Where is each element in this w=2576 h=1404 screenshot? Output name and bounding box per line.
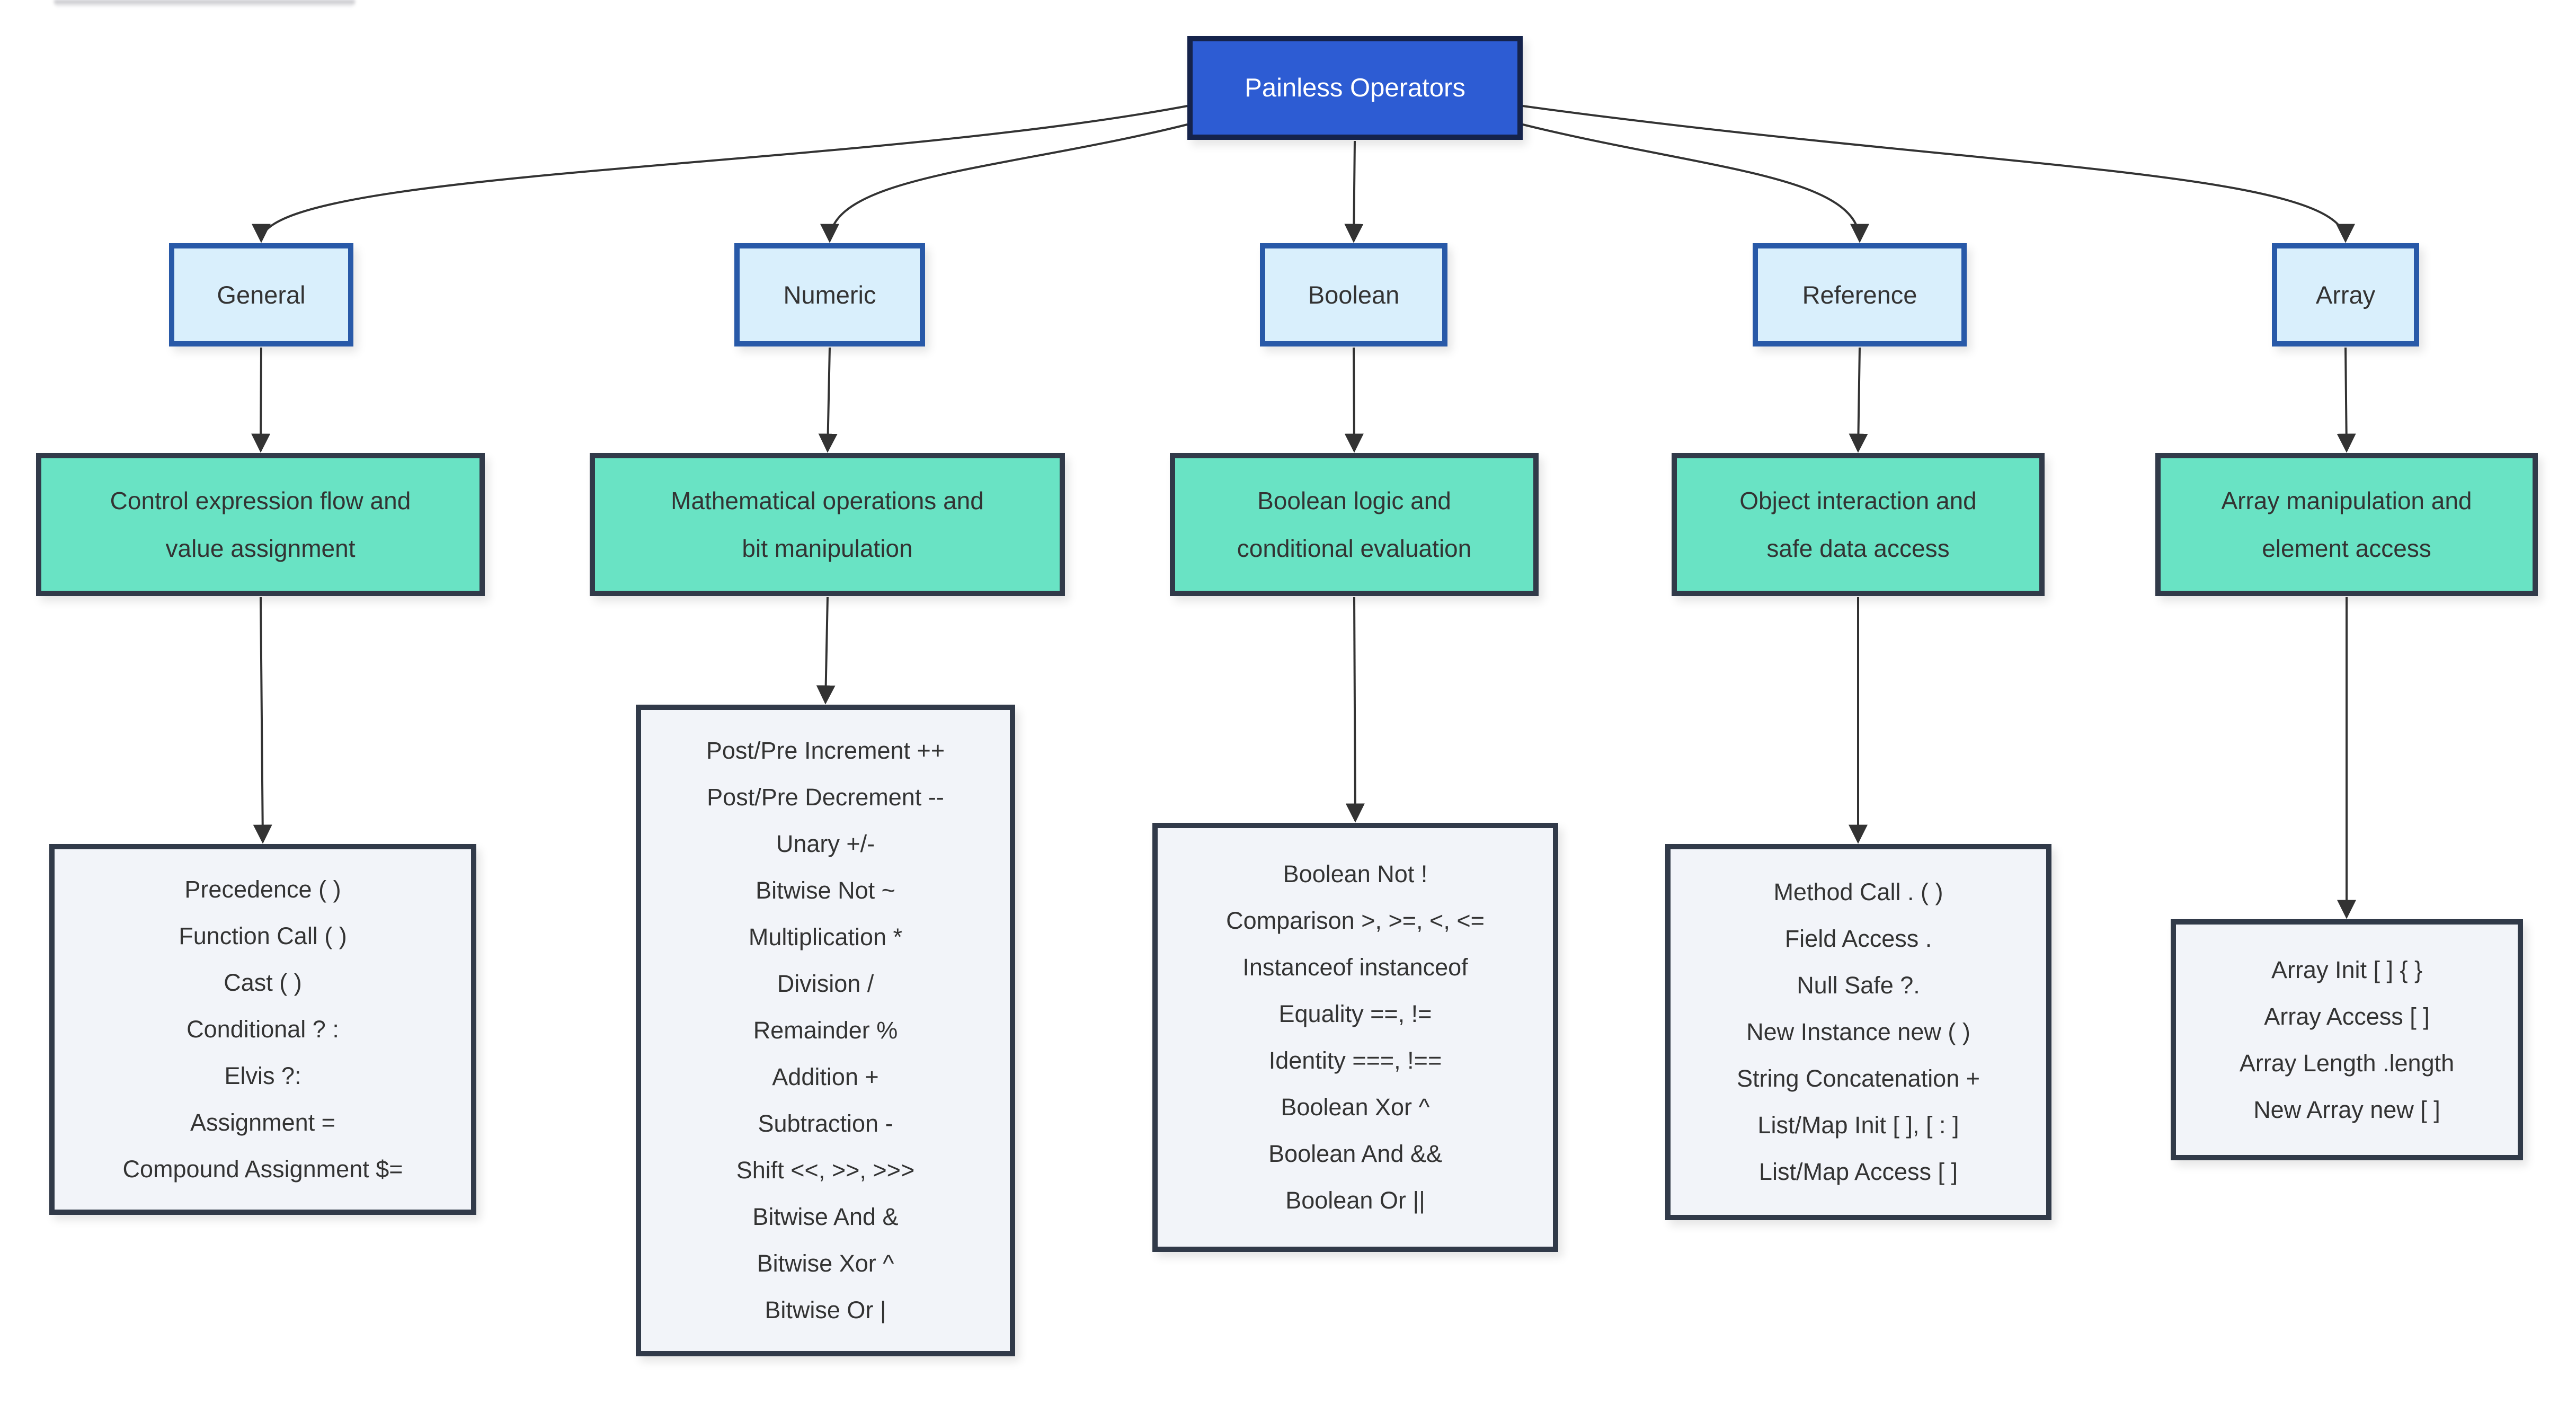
node-category-boolean: Boolean [1260, 243, 1447, 346]
operator-line: Assignment = [190, 1109, 335, 1136]
operator-line: Division / [777, 970, 874, 997]
node-desc-reference: Object interaction and safe data access [1672, 453, 2045, 596]
category-label: General [217, 281, 306, 309]
operator-line: Bitwise Xor ^ [757, 1250, 894, 1277]
operator-line: Conditional ? : [186, 1016, 339, 1043]
category-label: Boolean [1308, 281, 1400, 309]
root-label: Painless Operators [1245, 74, 1465, 102]
node-desc-boolean: Boolean logic and conditional evaluation [1170, 453, 1539, 596]
operator-line: Boolean And && [1268, 1140, 1442, 1167]
operator-line: Array Access [ ] [2264, 1002, 2430, 1030]
operator-line: New Array new [ ] [2253, 1096, 2440, 1123]
node-desc-general: Control expression flow and value assign… [36, 453, 485, 596]
operator-line: Method Call . ( ) [1773, 878, 1943, 905]
operator-line: Boolean Or || [1285, 1187, 1425, 1214]
node-category-array: Array [2272, 243, 2419, 346]
operator-line: Array Init [ ] { } [2271, 956, 2423, 983]
node-detail-numeric: Post/Pre Increment ++ Post/Pre Decrement… [636, 705, 1015, 1356]
desc-line: Array manipulation and [2221, 487, 2472, 514]
desc-line: Control expression flow and [110, 487, 411, 514]
operator-line: Field Access . [1784, 925, 1932, 952]
operator-line: Remainder % [753, 1017, 898, 1044]
edge-root-general [252, 105, 1188, 243]
operator-line: Comparison >, >=, <, <= [1226, 907, 1485, 934]
operator-line: Elvis ?: [224, 1062, 301, 1089]
operator-line: Shift <<, >>, >>> [736, 1157, 915, 1184]
operator-line: Post/Pre Decrement -- [707, 784, 944, 811]
operator-line: Compound Assignment $= [122, 1156, 403, 1183]
node-desc-numeric: Mathematical operations and bit manipula… [590, 453, 1065, 596]
operator-line: Boolean Xor ^ [1281, 1094, 1430, 1121]
edge-boolean-detail [1345, 597, 1365, 823]
operator-line: Unary +/- [776, 830, 875, 857]
operator-line: List/Map Init [ ], [ : ] [1757, 1112, 1959, 1139]
category-label: Reference [1802, 281, 1917, 309]
desc-line: conditional evaluation [1237, 535, 1472, 562]
operator-line: Identity ===, !== [1268, 1047, 1442, 1074]
operator-line: Equality ==, != [1278, 1000, 1432, 1027]
operator-line: Array Length .length [2239, 1049, 2455, 1077]
node-desc-array: Array manipulation and element access [2155, 453, 2538, 596]
node-category-general: General [169, 243, 353, 346]
category-label: Array [2315, 281, 2376, 309]
operator-line: Subtraction - [758, 1110, 893, 1137]
operator-line: Boolean Not ! [1283, 860, 1428, 887]
edge-root-numeric [820, 123, 1188, 243]
edge-root-boolean [1344, 140, 1364, 243]
edge-reference-desc [1849, 347, 1868, 453]
operator-line: Bitwise Not ~ [756, 877, 895, 904]
operator-line: Function Call ( ) [179, 922, 347, 949]
category-label: Numeric [783, 281, 876, 309]
desc-line: value assignment [165, 535, 356, 562]
operator-line: Null Safe ?. [1797, 972, 1920, 999]
node-detail-array: Array Init [ ] { } Array Access [ ] Arra… [2171, 919, 2523, 1160]
node-painless-operators: Painless Operators [1187, 36, 1523, 140]
operator-line: Cast ( ) [224, 969, 302, 996]
operator-line: Instanceof instanceof [1242, 954, 1468, 981]
operator-line: Bitwise And & [752, 1203, 899, 1230]
desc-line: Boolean logic and [1257, 487, 1451, 514]
edge-numeric-detail [816, 597, 836, 705]
edge-general-detail [253, 597, 272, 844]
desc-line: element access [2262, 535, 2431, 562]
operator-line: Multiplication * [748, 923, 903, 950]
node-detail-boolean: Boolean Not ! Comparison >, >=, <, <= In… [1152, 823, 1558, 1252]
node-category-reference: Reference [1753, 243, 1967, 346]
desc-line: safe data access [1766, 535, 1950, 562]
desc-line: bit manipulation [742, 535, 913, 562]
edge-numeric-desc [818, 347, 838, 453]
node-detail-reference: Method Call . ( ) Field Access . Null Sa… [1665, 844, 2051, 1220]
node-detail-general: Precedence ( ) Function Call ( ) Cast ( … [49, 844, 476, 1215]
edge-root-reference [1522, 123, 1869, 243]
operator-line: New Instance new ( ) [1746, 1018, 1970, 1045]
operator-line: Precedence ( ) [184, 876, 341, 903]
desc-line: Object interaction and [1739, 487, 1977, 514]
desc-line: Mathematical operations and [671, 487, 984, 514]
edge-array-desc [2337, 347, 2356, 453]
operator-line: Addition + [772, 1063, 879, 1090]
operator-line: Bitwise Or | [765, 1296, 886, 1323]
operator-line: List/Map Access [ ] [1758, 1158, 1958, 1185]
operator-line: Post/Pre Increment ++ [706, 737, 945, 764]
edge-root-array [1522, 105, 2355, 243]
node-category-numeric: Numeric [734, 243, 925, 346]
operator-line: String Concatenation + [1736, 1065, 1980, 1092]
clipped-element-artifact [54, 0, 355, 7]
